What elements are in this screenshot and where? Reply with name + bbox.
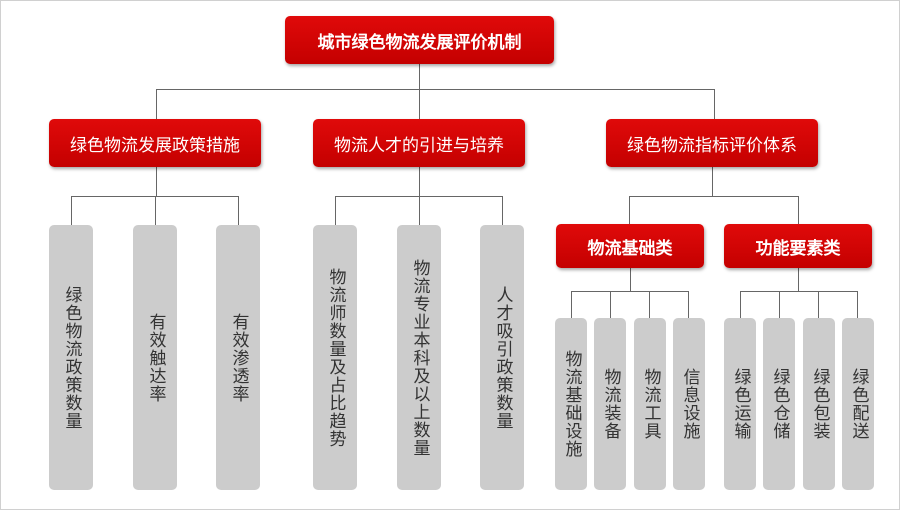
connector [779,291,780,318]
leaf-node: 绿色仓储 [763,318,795,490]
connector [857,291,858,318]
connector [649,291,650,318]
connector [798,196,799,224]
leaf-node: 物流装备 [594,318,626,490]
leaf-node: 物流工具 [634,318,666,490]
leaf-node: 物流师数量及占比趋势 [313,225,357,490]
connector [419,196,420,225]
leaf-node: 有效渗透率 [216,225,260,490]
leaf-node: 物流专业本科及以上数量 [397,225,441,490]
connector [712,167,713,197]
connector [688,291,689,318]
connector [571,291,689,292]
connector [610,291,611,318]
leaf-node: 绿色运输 [724,318,756,490]
node-function: 功能要素类 [724,224,872,268]
connector [419,167,420,197]
node-indicator-system: 绿色物流指标评价体系 [606,119,818,167]
connector [798,268,799,292]
leaf-node: 物流基础设施 [555,318,587,490]
node-policy: 绿色物流发展政策措施 [49,119,261,167]
connector [238,196,239,225]
connector [156,89,715,90]
leaf-node: 绿色包装 [803,318,835,490]
connector [156,167,157,197]
connector [335,196,336,225]
connector [740,291,858,292]
connector [419,64,420,90]
connector [571,291,572,318]
leaf-node: 人才吸引政策数量 [480,225,524,490]
connector [419,89,420,119]
connector [629,196,799,197]
connector [71,196,72,225]
leaf-node: 绿色物流政策数量 [49,225,93,490]
leaf-node: 绿色配送 [842,318,874,490]
node-talent: 物流人才的引进与培养 [313,119,525,167]
connector [502,196,503,225]
connector [629,196,630,224]
connector [630,268,631,292]
connector [740,291,741,318]
leaf-node: 信息设施 [673,318,705,490]
node-basic: 物流基础类 [556,224,704,268]
connector [818,291,819,318]
connector [156,89,157,119]
connector [714,89,715,119]
leaf-node: 有效触达率 [133,225,177,490]
root-node: 城市绿色物流发展评价机制 [285,16,554,64]
connector [155,196,156,225]
